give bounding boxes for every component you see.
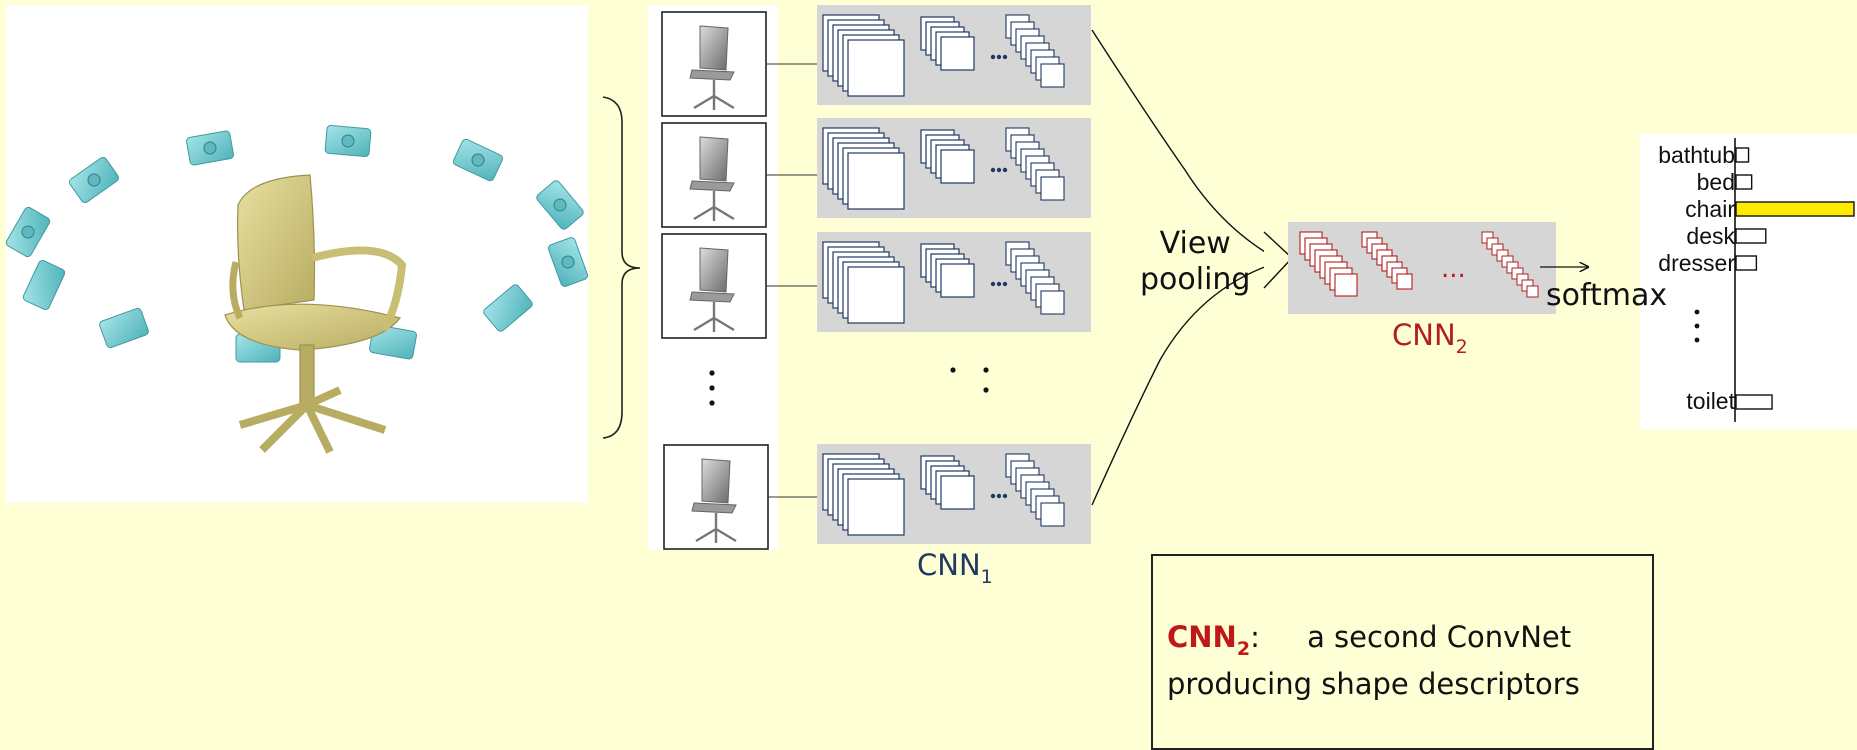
cnn2-stack-3 xyxy=(1481,231,1539,298)
softmax-label: softmax xyxy=(1546,278,1668,313)
camera-3 xyxy=(186,130,234,166)
cnn2-text: CNN xyxy=(1392,318,1456,352)
score-bar-desk xyxy=(1735,228,1767,244)
cnn2-stack-2 xyxy=(1361,231,1413,290)
feature-stack-small xyxy=(1005,453,1065,527)
view-thumbnail-4 xyxy=(663,444,820,550)
camera-7 xyxy=(547,237,589,287)
explanation-line2: producing shape descriptors xyxy=(1167,667,1580,701)
cnn1-panel-1 xyxy=(817,5,1091,105)
camera-9 xyxy=(99,307,149,349)
feature-stack-medium xyxy=(920,129,975,184)
class-label-bathtub: bathtub xyxy=(1658,142,1735,168)
camera-6 xyxy=(536,180,584,230)
chair-camera-scene xyxy=(5,5,589,503)
camera-2 xyxy=(69,156,119,204)
horizontal-ellipsis xyxy=(990,54,1008,60)
cnn1-text: CNN xyxy=(917,548,981,582)
feature-stack-large xyxy=(822,127,905,210)
cnn1-panel-4 xyxy=(817,444,1091,544)
cnn2-panel: ... xyxy=(1288,222,1556,314)
horizontal-ellipsis xyxy=(990,167,1008,173)
score-bars xyxy=(1735,147,1855,410)
explanation-key-subscript: 2 xyxy=(1236,638,1251,660)
explanation-key-text: CNN xyxy=(1167,620,1237,654)
score-bar-bathtub xyxy=(1735,147,1750,163)
class-label-bed: bed xyxy=(1696,169,1735,195)
vertical-ellipsis-cnn xyxy=(950,367,989,393)
cnn1-label: CNN1 xyxy=(917,548,993,588)
feature-stack-medium xyxy=(920,243,975,298)
camera-ring xyxy=(5,124,589,363)
explanation-box: CNN2: a second ConvNet producing shape d… xyxy=(1151,554,1654,750)
view-pooling-line1: View xyxy=(1159,226,1231,261)
cnn1-subscript: 1 xyxy=(980,566,993,588)
explanation-line1: a second ConvNet xyxy=(1307,620,1572,654)
score-bar-bed xyxy=(1735,174,1753,190)
class-label-desk: desk xyxy=(1686,223,1735,249)
view-thumbnail-1 xyxy=(661,11,820,117)
class-label-dresser: dresser xyxy=(1658,250,1735,276)
cnn1-panel-3 xyxy=(817,232,1091,332)
score-bar-dresser xyxy=(1735,255,1758,271)
class-score-chart xyxy=(1640,134,1857,429)
view-thumbnail-3 xyxy=(661,233,820,339)
view-pooling-line2: pooling xyxy=(1140,262,1251,297)
cnn1-panel-2 xyxy=(817,118,1091,218)
explanation-colon: : xyxy=(1250,620,1260,654)
feature-stack-medium xyxy=(920,16,975,71)
group-brace xyxy=(602,96,641,439)
view-thumbnail-2 xyxy=(661,122,820,228)
feature-stack-small xyxy=(1005,241,1065,315)
score-bar-toilet xyxy=(1735,394,1773,410)
cnn2-subscript: 2 xyxy=(1455,336,1468,358)
horizontal-ellipsis xyxy=(990,281,1008,287)
cnn2-stack-1 xyxy=(1299,231,1358,297)
camera-12 xyxy=(483,284,533,332)
cnn1-panels xyxy=(817,5,1091,544)
camera-5 xyxy=(452,138,504,182)
feature-stack-large xyxy=(822,14,905,97)
chair-3d-model xyxy=(224,174,407,454)
feature-stack-small xyxy=(1005,127,1065,201)
class-labels: bathtub bed chair desk dresser toilet xyxy=(1600,140,1735,430)
camera-8 xyxy=(22,259,66,311)
horizontal-ellipsis xyxy=(990,493,1008,499)
class-label-chair: chair xyxy=(1685,196,1735,222)
camera-1 xyxy=(5,206,51,258)
class-vertical-ellipsis xyxy=(1694,309,1700,343)
view-pooling-arrows xyxy=(1091,29,1293,506)
feature-stack-small xyxy=(1005,14,1065,88)
cnn2-feature-stacks xyxy=(1299,231,1539,298)
feature-stack-large xyxy=(822,241,905,324)
view-pooling-label: View pooling xyxy=(1140,226,1250,298)
class-label-toilet: toilet xyxy=(1686,388,1735,414)
explanation-key: CNN2 xyxy=(1167,620,1250,660)
view-thumbnails xyxy=(648,5,820,550)
cnn2-label: CNN2 xyxy=(1392,318,1468,358)
camera-4 xyxy=(324,124,372,158)
explanation-text: CNN2: a second ConvNet producing shape d… xyxy=(1167,616,1580,706)
cnn2-ellipsis: ... xyxy=(1441,254,1466,284)
feature-stack-large xyxy=(822,453,905,536)
feature-stack-medium xyxy=(920,455,975,510)
vertical-ellipsis-thumbs xyxy=(709,370,715,406)
score-bar-chair xyxy=(1735,201,1855,217)
